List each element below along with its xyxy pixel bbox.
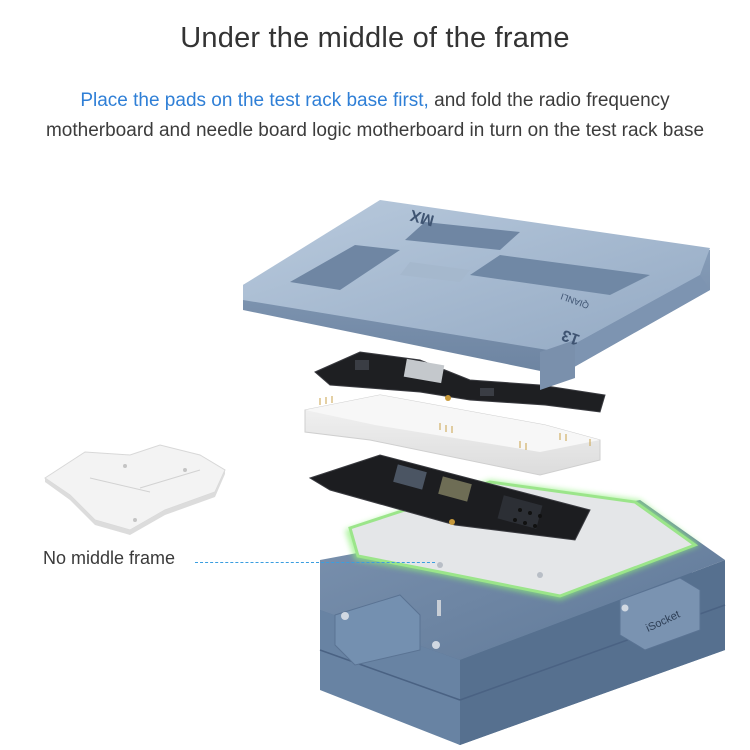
page-title: Under the middle of the frame [180, 22, 570, 54]
needle-board [304, 394, 601, 476]
no-middle-frame-label: No middle frame [43, 548, 176, 568]
frame-logo-mx: MX [408, 206, 436, 229]
page-subtitle: Place the pads on the test rack base fir… [0, 86, 750, 146]
rf-motherboard [314, 351, 606, 413]
loose-pad [44, 444, 226, 535]
frame-model: 13 [559, 326, 582, 348]
logic-motherboard [308, 454, 591, 541]
callout-dashed-line [195, 562, 435, 563]
subtitle-rest: and fold the radio frequency [428, 90, 670, 111]
top-frame: MX QIANLI 13 [243, 200, 710, 390]
subtitle-highlight: Place the pads on the test rack base fir… [80, 90, 429, 111]
subtitle-line-2: motherboard and needle board logic mothe… [45, 120, 705, 141]
